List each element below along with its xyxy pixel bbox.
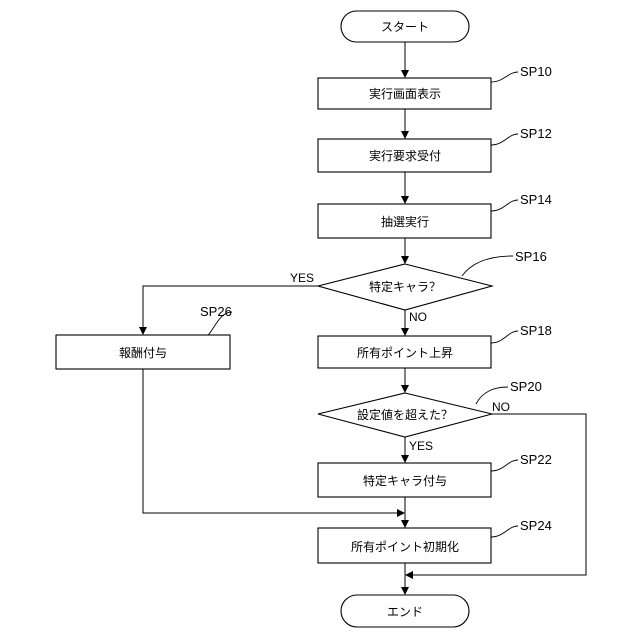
sp24-box: 所有ポイント初期化 <box>318 528 491 563</box>
sp10-label: 実行画面表示 <box>369 86 441 101</box>
ref-sp24: SP24 <box>520 518 552 533</box>
sp20-yes-label: YES <box>409 439 433 453</box>
ref-sp22: SP22 <box>520 452 552 467</box>
ref-sp16: SP16 <box>515 249 547 264</box>
ref-sp10: SP10 <box>520 64 552 79</box>
sp18-box: 所有ポイント上昇 <box>318 336 491 368</box>
sp18-label: 所有ポイント上昇 <box>357 346 453 360</box>
ref-sp14: SP14 <box>520 192 552 207</box>
ref-sp26: SP26 <box>200 304 232 319</box>
ref-sp20: SP20 <box>510 379 542 394</box>
sp22-label: 特定キャラ付与 <box>363 473 447 488</box>
start-label: スタート <box>381 20 429 34</box>
sp26-label: 報酬付与 <box>119 346 167 360</box>
sp16-yes-label: YES <box>290 271 314 285</box>
end-label: エンド <box>387 605 423 619</box>
sp26-box: 報酬付与 <box>56 335 230 369</box>
sp16-label: 特定キャラ？ <box>369 279 441 294</box>
sp24-label: 所有ポイント初期化 <box>351 540 459 554</box>
sp12-label: 実行要求受付 <box>369 148 441 163</box>
ref-sp12: SP12 <box>520 126 552 141</box>
sp20-no-label: NO <box>492 400 510 414</box>
start-terminal: スタート <box>341 11 469 42</box>
end-terminal: エンド <box>341 595 469 627</box>
sp22-box: 特定キャラ付与 <box>318 463 491 497</box>
sp16-no-label: NO <box>409 310 427 324</box>
sp14-label: 抽選実行 <box>381 214 429 229</box>
sp12-box: 実行要求受付 <box>318 139 491 172</box>
ref-sp18: SP18 <box>520 323 552 338</box>
sp20-label: 設定値を超えた？ <box>357 407 453 422</box>
sp14-box: 抽選実行 <box>318 204 491 238</box>
sp10-box: 実行画面表示 <box>318 78 491 109</box>
sp20-decision: 設定値を超えた？ <box>318 393 492 437</box>
